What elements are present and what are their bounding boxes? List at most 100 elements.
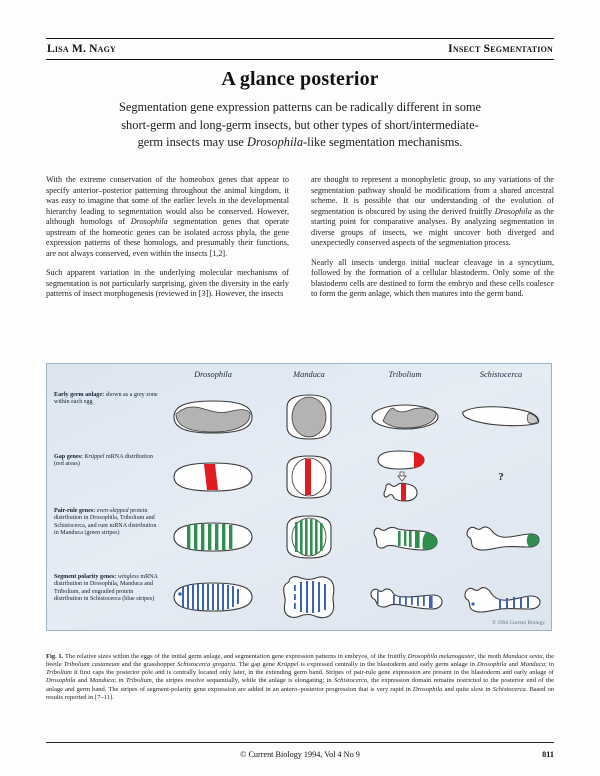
figure-row-label-segment-polarity-genes: Segment polarity genes: wingless mRNA di… — [54, 574, 162, 604]
standfirst-line-3b: -like segmentation mechanisms. — [303, 135, 463, 149]
body-column-right: are thought to represent a monophyletic … — [311, 175, 554, 309]
caption-text: . The gap gene — [235, 661, 278, 669]
caption-species: Tribolium — [125, 677, 152, 685]
row-label-desc: mRNA distribution in Drosophila, Manduca… — [54, 574, 158, 603]
caption-species: Schistocerca gregaria — [177, 661, 236, 669]
caption-species: Tribolium castaneum — [63, 661, 120, 669]
diagram-manduca-pair-rule — [261, 508, 357, 566]
caption-species: Drosophila — [477, 661, 507, 669]
figure-row-label-pair-rule-genes: Pair-rule genes: even-skipped protein di… — [54, 508, 162, 538]
diagram-tribolium-pair-rule — [357, 508, 453, 566]
unknown-marker: ? — [498, 471, 504, 483]
standfirst: Segmentation gene expression patterns ca… — [88, 99, 512, 152]
diagram-schistocerca-gap: ? — [453, 448, 549, 506]
figure-column-header-schistocerca: Schistocerca — [479, 370, 523, 379]
diagram-schistocerca-anlage — [453, 388, 549, 446]
running-head-topic: Insect Segmentation — [448, 43, 553, 55]
standfirst-line-3a: germ insects may use — [137, 135, 248, 149]
row-label-title: Pair-rule genes: — [54, 508, 96, 514]
standfirst-line-1: Segmentation gene expression patterns ca… — [118, 100, 482, 114]
page-title: A glance posterior — [221, 68, 379, 90]
caption-species: Drosophila melanogaster — [407, 653, 475, 660]
figure-column-header-manduca: Manduca — [293, 370, 325, 379]
figure-caption: Fig. 1. The relative sizes within the eg… — [46, 653, 554, 702]
caption-text: and — [506, 661, 521, 669]
row-label-gene: Krüppel — [84, 454, 105, 460]
paragraph: are thought to represent a monophyletic … — [311, 175, 554, 249]
caption-text: , the moth — [474, 653, 503, 660]
page-footer: © Current Biology 1994, Vol 4 No 9 811 — [46, 742, 554, 759]
row-label-desc: mRNA distribution (red areas) — [54, 454, 153, 468]
footer-citation: © Current Biology 1994, Vol 4 No 9 — [240, 750, 360, 759]
standfirst-line-2: short-germ and long-germ insects, but ot… — [121, 117, 479, 132]
para-text: With the extreme conservation of the hom… — [46, 175, 289, 227]
caption-text: , the stripes resolve sequentially, whil… — [151, 677, 334, 685]
caption-species: Manduca — [89, 677, 115, 685]
caption-text: The relative sizes within the eggs of th… — [63, 653, 408, 660]
para-text: segmentation genes that operate upstream… — [46, 217, 289, 258]
figure-row-gap-genes: ? — [165, 448, 549, 506]
diagram-schistocerca-pair-rule — [453, 508, 549, 566]
figure-row-label-early-germ-anlage: Early germ anlage: shown as a grey zone … — [54, 392, 162, 407]
running-head-author: Lisa M. Nagy — [47, 43, 116, 55]
para-text: as the starting point for comparative an… — [311, 206, 554, 248]
para-text: are thought to represent a monophyletic … — [311, 175, 554, 216]
caption-text: and — [75, 677, 90, 685]
paragraph: With the extreme conservation of the hom… — [46, 175, 289, 259]
diagram-drosophila-anlage — [165, 388, 261, 446]
caption-text: it first caps the posterior pole and is … — [71, 669, 554, 677]
caption-text: and quite slow in — [442, 685, 493, 693]
caption-species: Schistocerca — [492, 685, 526, 693]
row-label-title: Segment polarity genes: — [54, 574, 117, 580]
body-column-left: With the extreme conservation of the hom… — [46, 175, 289, 309]
row-label-title: Gap genes: — [54, 454, 83, 460]
diagram-schistocerca-segment-polarity — [453, 568, 549, 626]
diagram-manduca-gap — [261, 448, 357, 506]
caption-species: Tribolium — [46, 669, 72, 677]
caption-text: ; in — [114, 677, 126, 685]
caption-text: . Based on results reported in [7–11]. — [46, 685, 555, 701]
paragraph: Nearly all insects undergo initial nucle… — [311, 257, 554, 299]
figure-row-segment-polarity-genes — [165, 568, 549, 626]
row-label-desc: protein distribution in Drosophila, Trib… — [54, 508, 157, 537]
diagram-drosophila-pair-rule — [165, 508, 261, 566]
diagram-tribolium-segment-polarity — [357, 568, 453, 626]
standfirst-genus: Drosophila — [247, 135, 304, 149]
row-label-title: Early germ anlage: — [54, 392, 105, 398]
figure-column-header-drosophila: Drosophila — [194, 370, 232, 379]
caption-text: , the beetle — [46, 653, 554, 669]
figure-column-headers: Drosophila Manduca Tribolium Schistocerc… — [165, 370, 549, 386]
figure-row-label-gap-genes: Gap genes: Krüppel mRNA distribution (re… — [54, 454, 162, 469]
caption-gene: Krüppel — [277, 661, 299, 669]
diagram-drosophila-gap — [165, 448, 261, 506]
diagram-tribolium-gap — [357, 448, 453, 506]
paragraph: Such apparent variation in the underlyin… — [46, 268, 289, 299]
row-label-gene: even-skipped — [96, 508, 129, 514]
caption-text: and the grasshopper — [119, 661, 178, 669]
caption-species: Schistocerca — [333, 677, 368, 685]
caption-text: is expressed centrally in the blastoderm… — [298, 661, 478, 669]
row-label-desc: shown as a grey zone within each egg — [54, 392, 158, 406]
figure-credit: © 1994 Current Biology — [492, 620, 545, 626]
figure-row-pair-rule-genes — [165, 508, 549, 566]
caption-species: Drosophila — [46, 677, 76, 685]
caption-text: , the expression domain remains restrict… — [46, 677, 555, 693]
caption-species: Drosophila — [412, 685, 443, 693]
figure-row-early-germ-anlage — [165, 388, 549, 446]
diagram-manduca-segment-polarity — [261, 568, 357, 626]
caption-label: Fig. 1. — [46, 653, 64, 660]
row-label-gene: wingless — [117, 574, 139, 580]
figure-column-header-tribolium: Tribolium — [388, 370, 422, 379]
genus-name: Drosophila — [130, 217, 168, 227]
diagram-tribolium-anlage — [357, 388, 453, 446]
caption-text: ; in — [545, 661, 555, 669]
figure-1: Drosophila Manduca Tribolium Schistocerc… — [46, 363, 552, 631]
diagram-drosophila-segment-polarity — [165, 568, 261, 626]
genus-name: Drosophila — [494, 206, 532, 216]
caption-species: Manduca sexta — [502, 653, 543, 660]
figure-diagram-grid: ? — [165, 386, 549, 624]
page-number: 811 — [542, 750, 554, 759]
diagram-manduca-anlage — [261, 388, 357, 446]
running-head: Lisa M. Nagy Insect Segmentation — [46, 38, 554, 60]
